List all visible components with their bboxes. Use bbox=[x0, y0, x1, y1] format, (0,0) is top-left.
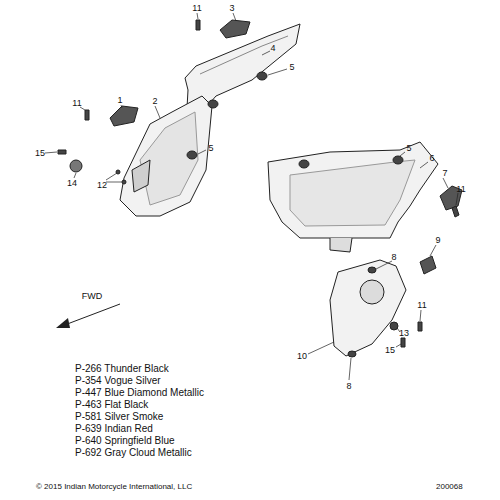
tab-part bbox=[220, 20, 250, 38]
leader-lines bbox=[45, 13, 458, 380]
callout-number: 5 bbox=[289, 63, 294, 72]
color-code: P-692 Gray Cloud Metallic bbox=[75, 448, 192, 458]
callout-number: 11 bbox=[456, 185, 465, 194]
callout-number: 9 bbox=[435, 236, 440, 245]
callout-number: 11 bbox=[417, 301, 426, 310]
callout-number: 4 bbox=[270, 44, 275, 53]
callout-number: 10 bbox=[297, 352, 307, 361]
color-code: P-640 Springfield Blue bbox=[75, 436, 175, 446]
color-code: P-639 Indian Red bbox=[75, 424, 153, 434]
callout-number: 12 bbox=[97, 181, 107, 190]
callout-number: FWD bbox=[82, 292, 103, 301]
callout-number: 15 bbox=[35, 149, 45, 158]
callout-number: 2 bbox=[152, 97, 157, 106]
callout-number: 15 bbox=[385, 346, 395, 355]
fwd-arrow bbox=[56, 304, 120, 328]
callout-number: 8 bbox=[346, 382, 351, 391]
callout-number: 1 bbox=[117, 96, 122, 105]
callout-number: 11 bbox=[72, 99, 81, 108]
side-cover bbox=[268, 142, 438, 238]
footer-text: © 2015 Indian Motorcycle International, … bbox=[36, 483, 192, 491]
footer-text: 200068 bbox=[436, 483, 463, 491]
callout-number: 5 bbox=[406, 144, 411, 153]
callout-number: 8 bbox=[391, 253, 396, 262]
color-code: P-463 Flat Black bbox=[75, 400, 148, 410]
callout-number: 3 bbox=[229, 4, 234, 13]
callout-number: 13 bbox=[399, 329, 409, 338]
tab-part bbox=[110, 106, 138, 126]
callout-number: 5 bbox=[208, 144, 213, 153]
side-cover bbox=[120, 96, 212, 216]
color-code: P-354 Vogue Silver bbox=[75, 376, 161, 386]
color-code: P-266 Thunder Black bbox=[75, 364, 169, 374]
clip bbox=[420, 256, 436, 274]
callout-number: 6 bbox=[429, 154, 434, 163]
callout-number: 11 bbox=[192, 4, 201, 13]
callout-number: 14 bbox=[67, 179, 77, 188]
color-code: P-581 Silver Smoke bbox=[75, 412, 163, 422]
color-code: P-447 Blue Diamond Metallic bbox=[75, 388, 204, 398]
callout-number: 7 bbox=[442, 169, 447, 178]
lower-bracket bbox=[330, 260, 406, 356]
